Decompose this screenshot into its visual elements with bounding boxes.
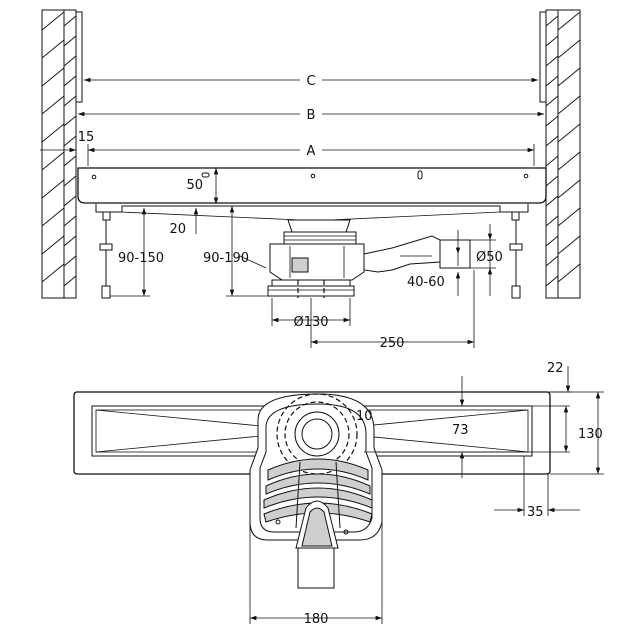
drain-trap-side xyxy=(267,219,471,298)
dimension-20: 20 xyxy=(169,208,199,237)
dimension-22-label: 22 xyxy=(547,361,564,376)
dimension-c: C xyxy=(84,74,538,89)
dimension-250-label: 250 xyxy=(380,336,405,351)
outlet-spout xyxy=(275,500,349,589)
dimension-a: A xyxy=(87,144,535,166)
dimension-b-label: B xyxy=(307,108,316,123)
dimension-250: 250 xyxy=(310,270,475,351)
top-view: 22 130 10 73 35 xyxy=(73,361,604,627)
dimension-15-label: 15 xyxy=(78,130,95,145)
dimension-50-label: 50 xyxy=(186,178,203,193)
dimension-40-60-label: 40-60 xyxy=(407,275,445,290)
dimension-90-190-label: 90-190 xyxy=(203,251,249,266)
dimension-35-label: 35 xyxy=(527,505,544,520)
dimension-c-label: C xyxy=(306,74,315,89)
dimension-a-label: A xyxy=(307,144,316,159)
dimension-90-150-label: 90-150 xyxy=(118,251,164,266)
trap-dashed-circle xyxy=(276,393,358,475)
dimension-180: 180 xyxy=(249,522,383,627)
dimension-10: 10 xyxy=(356,376,570,478)
dimension-130-label: 130 xyxy=(578,427,603,442)
drain-channel-side xyxy=(77,167,547,221)
dimension-b: B xyxy=(78,108,544,123)
dimension-10-label: 10 xyxy=(356,409,373,424)
side-view: C B A 15 xyxy=(40,9,581,351)
dimension-90-190: 90-190 xyxy=(203,206,272,297)
dimension-73-label: 73 xyxy=(452,423,469,438)
dimension-15: 15 xyxy=(40,130,94,168)
dimension-40-60: 40-60 xyxy=(407,230,461,296)
dimension-35: 35 xyxy=(494,456,580,520)
left-wall-hatching xyxy=(41,11,77,287)
dimension-90-150: 90-150 xyxy=(110,208,164,297)
leveling-feet xyxy=(99,211,523,299)
dimension-20-label: 20 xyxy=(169,222,186,237)
right-wall-hatching xyxy=(545,11,581,287)
dimension-d50: Ø50 xyxy=(470,224,503,296)
dimension-22: 22 xyxy=(547,361,572,393)
right-wall xyxy=(539,9,581,299)
dimension-50: 50 xyxy=(186,168,219,204)
dimension-180-label: 180 xyxy=(304,612,329,627)
dimension-130: 130 xyxy=(550,391,604,475)
dimension-d50-label: Ø50 xyxy=(476,250,503,265)
dimension-73: 73 xyxy=(452,406,569,452)
